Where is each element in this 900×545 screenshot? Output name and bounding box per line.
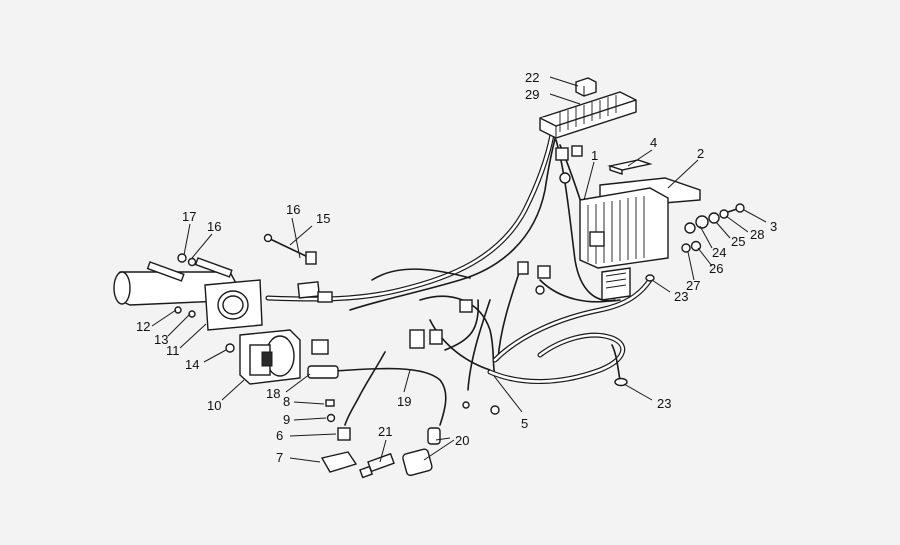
hose-clamp	[645, 274, 655, 282]
callout-14: 14	[185, 357, 199, 372]
connectors	[297, 145, 583, 415]
callout-20: 20	[455, 433, 469, 448]
callout-2: 2	[697, 146, 704, 161]
callout-16-left: 16	[207, 219, 221, 234]
callout-25: 25	[731, 234, 745, 249]
flange-plate	[204, 279, 263, 331]
fuse-box	[539, 91, 637, 139]
callout-18: 18	[266, 386, 280, 401]
callout-8: 8	[283, 394, 290, 409]
callout-17: 17	[182, 209, 196, 224]
callout-23-lower: 23	[657, 396, 671, 411]
callout-12: 12	[136, 319, 150, 334]
callout-19: 19	[397, 394, 411, 409]
relay	[575, 77, 597, 97]
callout-15: 15	[316, 211, 330, 226]
hose-clamp	[614, 377, 628, 387]
ignition-coil	[239, 329, 301, 385]
plug-caps	[402, 427, 441, 477]
callout-22: 22	[525, 70, 539, 85]
wiring-harness	[265, 132, 621, 391]
callout-23-upper: 23	[674, 289, 688, 304]
spark-plug	[359, 452, 395, 479]
leader-lines	[151, 76, 767, 463]
regulator-unit	[579, 177, 701, 301]
callout-1: 1	[591, 148, 598, 163]
callout-labels: 22 29 1 4 2 3 28 25 24 26 27 23 23 5 16 …	[136, 70, 777, 465]
callout-29: 29	[525, 87, 539, 102]
callout-6: 6	[276, 428, 283, 443]
callout-11: 11	[166, 343, 180, 358]
sensor-mount	[320, 399, 358, 473]
callout-13: 13	[154, 332, 168, 347]
callout-10: 10	[207, 398, 221, 413]
callout-7: 7	[276, 450, 283, 465]
callout-5: 5	[521, 416, 528, 431]
small-screws	[174, 306, 235, 353]
spacer-rods	[146, 253, 233, 282]
hose-assembly	[487, 274, 655, 387]
callout-21: 21	[378, 424, 392, 439]
sensor-cable	[307, 351, 447, 426]
callout-24: 24	[712, 245, 726, 260]
callout-3: 3	[770, 219, 777, 234]
callout-4: 4	[650, 135, 657, 150]
fastener-set	[681, 203, 745, 253]
long-bolt	[263, 233, 317, 265]
callout-28: 28	[750, 227, 764, 242]
callout-26: 26	[709, 261, 723, 276]
callout-27: 27	[686, 278, 700, 293]
callout-9: 9	[283, 412, 290, 427]
callout-16-right: 16	[286, 202, 300, 217]
bracket	[607, 159, 653, 175]
